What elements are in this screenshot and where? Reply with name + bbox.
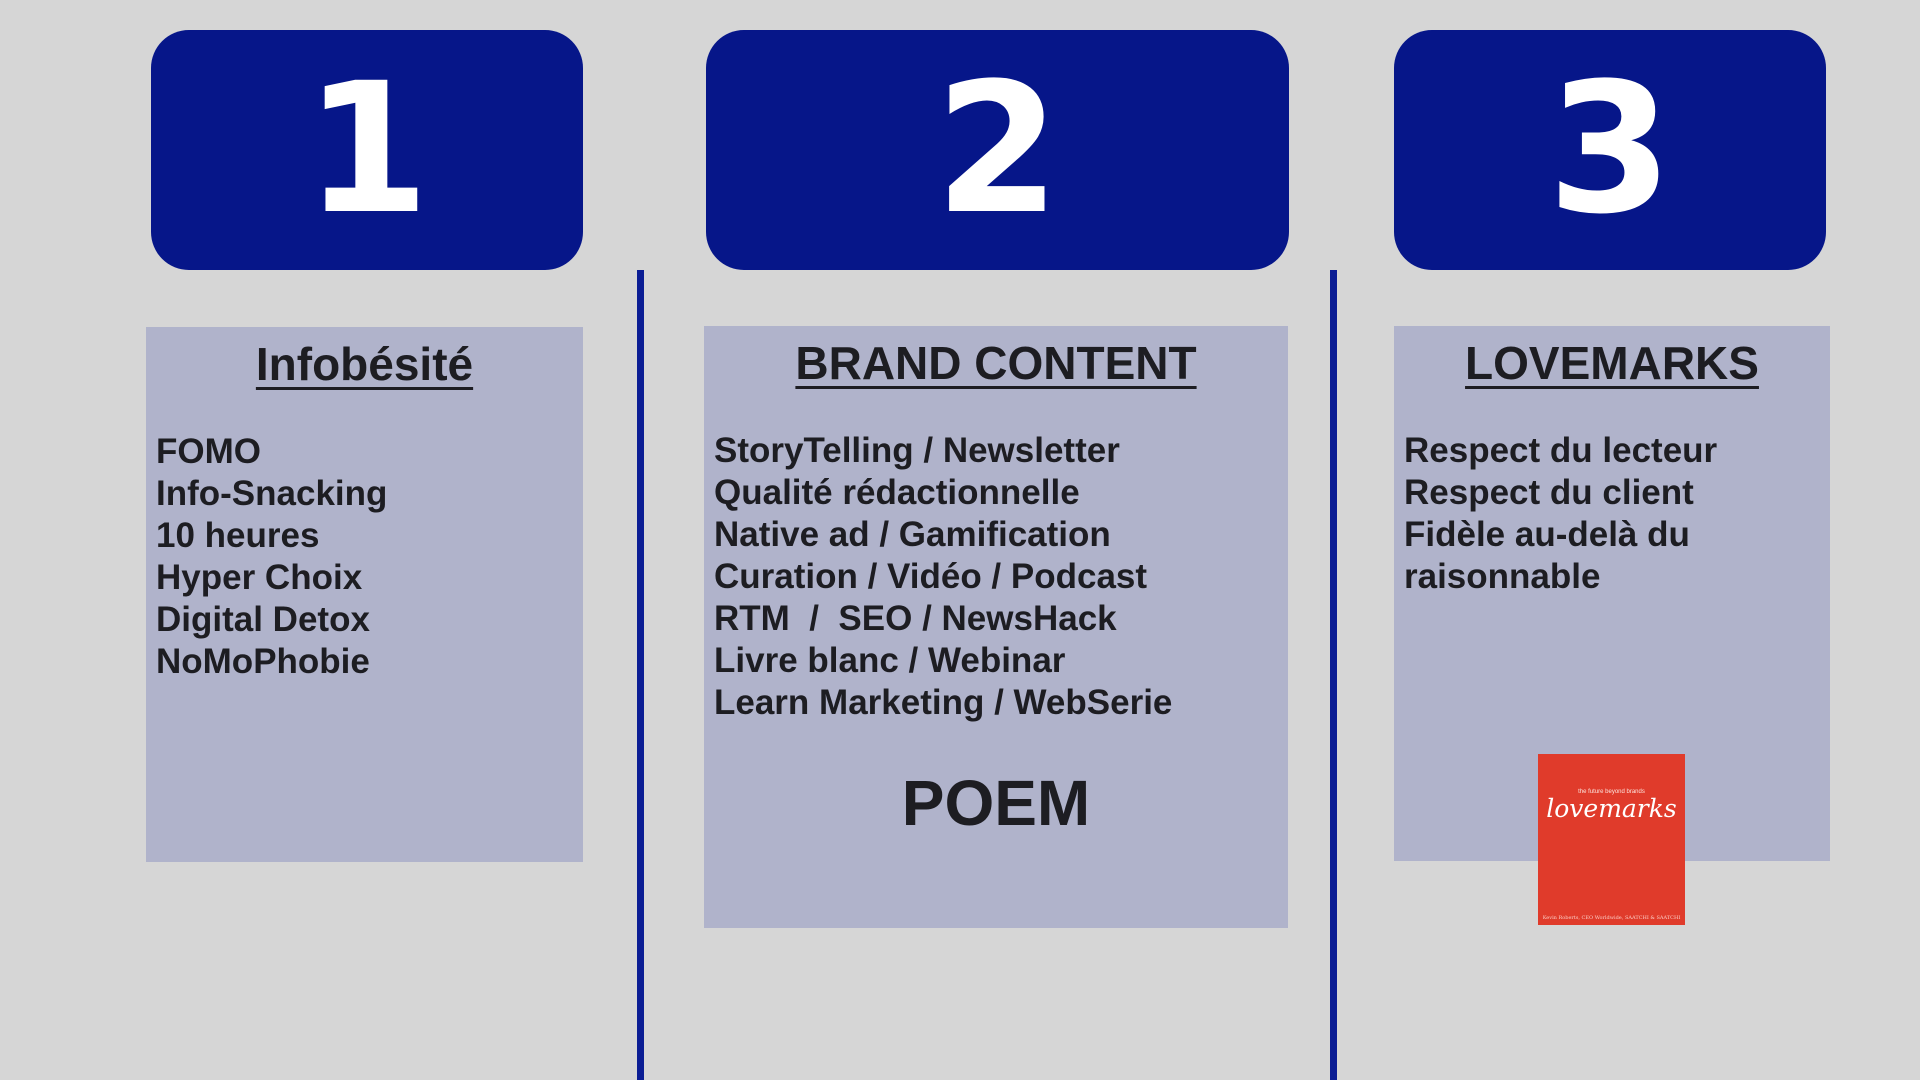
column-divider-right bbox=[1330, 270, 1337, 1080]
list-item: NoMoPhobie bbox=[156, 642, 370, 681]
number-label-2: 2 bbox=[934, 45, 1061, 254]
list-item: Digital Detox bbox=[156, 600, 370, 639]
list-item: StoryTelling / Newsletter bbox=[714, 431, 1120, 470]
list-item: Qualité rédactionnelle bbox=[714, 473, 1080, 512]
number-label-3: 3 bbox=[1547, 45, 1673, 254]
column-divider-left bbox=[637, 270, 644, 1080]
poem-label: POEM bbox=[901, 767, 1091, 839]
list-item: 10 heures bbox=[156, 516, 320, 555]
panel-list-brand-content: StoryTelling / Newsletter Qualité rédact… bbox=[714, 430, 1282, 724]
panel-brand-content: BRAND CONTENT StoryTelling / Newsletter … bbox=[704, 326, 1288, 928]
number-label-1: 1 bbox=[304, 45, 430, 254]
book-tagline: the future beyond brands bbox=[1578, 789, 1645, 795]
list-item: RTM / SEO / NewsHack bbox=[714, 599, 1117, 638]
list-item: Info-Snacking bbox=[156, 474, 388, 513]
list-item: Learn Marketing / WebSerie bbox=[714, 683, 1173, 722]
book-author-line: Kevin Roberts, CEO Worldwide, SAATCHI & … bbox=[1542, 915, 1681, 921]
list-item: Respect du lecteur bbox=[1404, 431, 1718, 470]
list-item: Livre blanc / Webinar bbox=[714, 641, 1066, 680]
list-item: Native ad / Gamification bbox=[714, 515, 1111, 554]
number-box-1: 1 bbox=[151, 30, 583, 270]
list-item: Curation / Vidéo / Podcast bbox=[714, 557, 1148, 596]
panel-infobesite: Infobésité FOMO Info-Snacking 10 heures … bbox=[146, 327, 583, 862]
panel-lovemarks: LOVEMARKS Respect du lecteur Respect du … bbox=[1394, 326, 1830, 861]
number-box-3: 3 bbox=[1394, 30, 1826, 270]
panel-title-lovemarks: LOVEMARKS bbox=[1465, 337, 1759, 389]
number-box-2: 2 bbox=[706, 30, 1289, 270]
list-item: Fidèle au-delà du raisonnable bbox=[1404, 515, 1690, 596]
book-logo: lovemarks bbox=[1546, 794, 1677, 823]
panel-list-infobesite: FOMO Info-Snacking 10 heures Hyper Choix… bbox=[156, 431, 577, 683]
list-item: FOMO bbox=[156, 432, 261, 471]
list-item: Hyper Choix bbox=[156, 558, 363, 597]
panel-title-infobesite: Infobésité bbox=[255, 338, 474, 390]
list-item: Respect du client bbox=[1404, 473, 1694, 512]
lovemarks-book-cover: the future beyond brands lovemarks Kevin… bbox=[1538, 754, 1685, 925]
panel-title-brand-content: BRAND CONTENT bbox=[795, 337, 1197, 389]
panel-list-lovemarks: Respect du lecteur Respect du client Fid… bbox=[1404, 430, 1824, 598]
